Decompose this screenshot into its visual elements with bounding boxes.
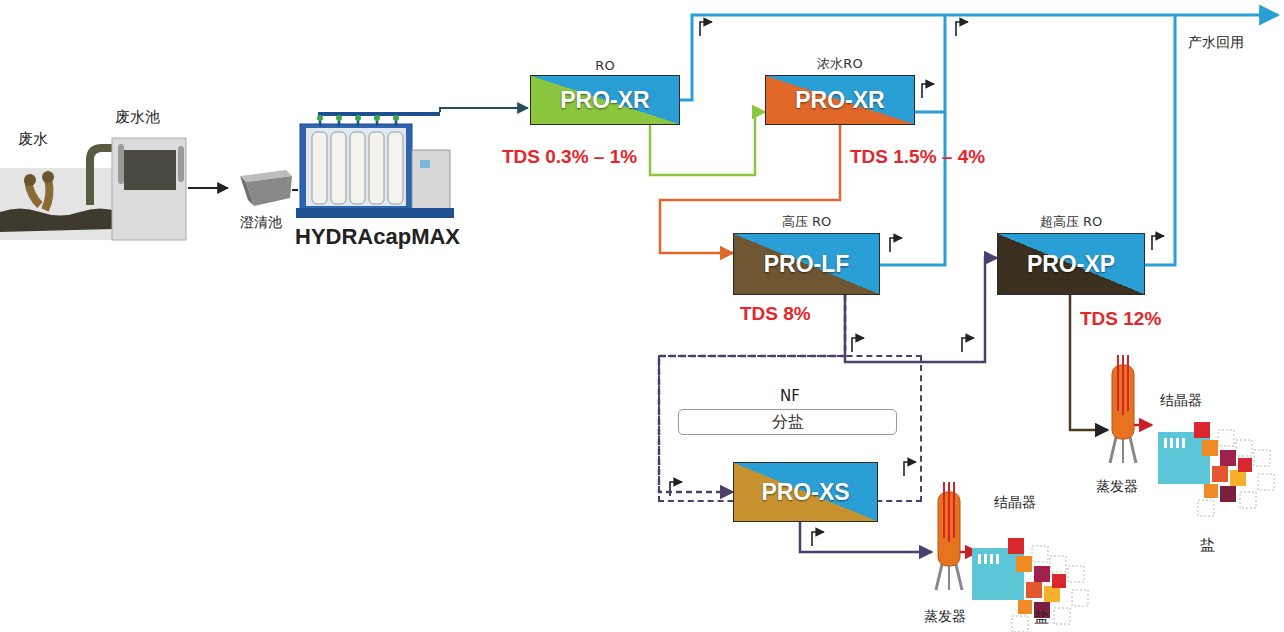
part-label: 蒸发器 [1096, 478, 1138, 496]
membrane-box: PRO-XS [733, 462, 878, 522]
membrane-box: 超高压 ROPRO-XP [997, 233, 1145, 295]
permeate-lines [680, 15, 1278, 265]
feed-line [440, 108, 528, 112]
stage-heading: 浓水RO [746, 55, 934, 73]
tds-note: TDS 12% [1080, 308, 1161, 330]
part-label: 盐 [1200, 536, 1215, 555]
crystallizer-icon [1158, 422, 1274, 516]
part-label: HYDRAcapMAX [295, 224, 460, 250]
tds-note: TDS 1.5% – 4% [850, 146, 985, 168]
membrane-box: 浓水ROPRO-XR [765, 75, 915, 125]
element-model: PRO-XP [1027, 251, 1115, 278]
part-label: 废水池 [115, 108, 160, 127]
membrane-box: 高压 ROPRO-LF [733, 233, 880, 295]
evaporator-icon [1110, 355, 1152, 463]
part-label: 蒸发器 [924, 608, 966, 626]
evaporator-icon [936, 482, 978, 590]
direction-glyphs [670, 22, 1164, 546]
label-box: 分盐 [678, 409, 897, 435]
flow-line [292, 189, 298, 191]
concentrate-line [800, 522, 932, 552]
stage-heading: RO [511, 58, 699, 73]
element-model: PRO-XR [795, 87, 884, 114]
wastewater-tank [90, 138, 186, 240]
stage-heading: 高压 RO [714, 213, 899, 231]
element-model: PRO-XS [761, 479, 849, 506]
part-label: 盐 [1034, 608, 1049, 627]
flow-arrow [188, 187, 228, 189]
uf-unit-icon [296, 114, 454, 218]
tds-note: TDS 0.3% – 1% [502, 146, 637, 168]
nf-region: NF分盐PRO-XS [658, 355, 922, 502]
element-model: PRO-LF [764, 251, 850, 278]
element-model: PRO-XR [560, 87, 649, 114]
region-title: NF [660, 387, 920, 405]
tds-note: TDS 8% [740, 303, 811, 325]
part-label: 结晶器 [994, 494, 1036, 512]
part-label: 产水回用 [1188, 34, 1244, 52]
membrane-box: ROPRO-XR [530, 75, 680, 125]
part-label: 结晶器 [1160, 392, 1202, 410]
part-label: 废水 [18, 130, 48, 149]
clarifier-icon [240, 170, 292, 206]
crystallizer-icon [972, 538, 1088, 632]
stage-heading: 超高压 RO [978, 213, 1164, 231]
part-label: 澄清池 [240, 214, 282, 232]
box-text: 分盐 [772, 412, 804, 433]
